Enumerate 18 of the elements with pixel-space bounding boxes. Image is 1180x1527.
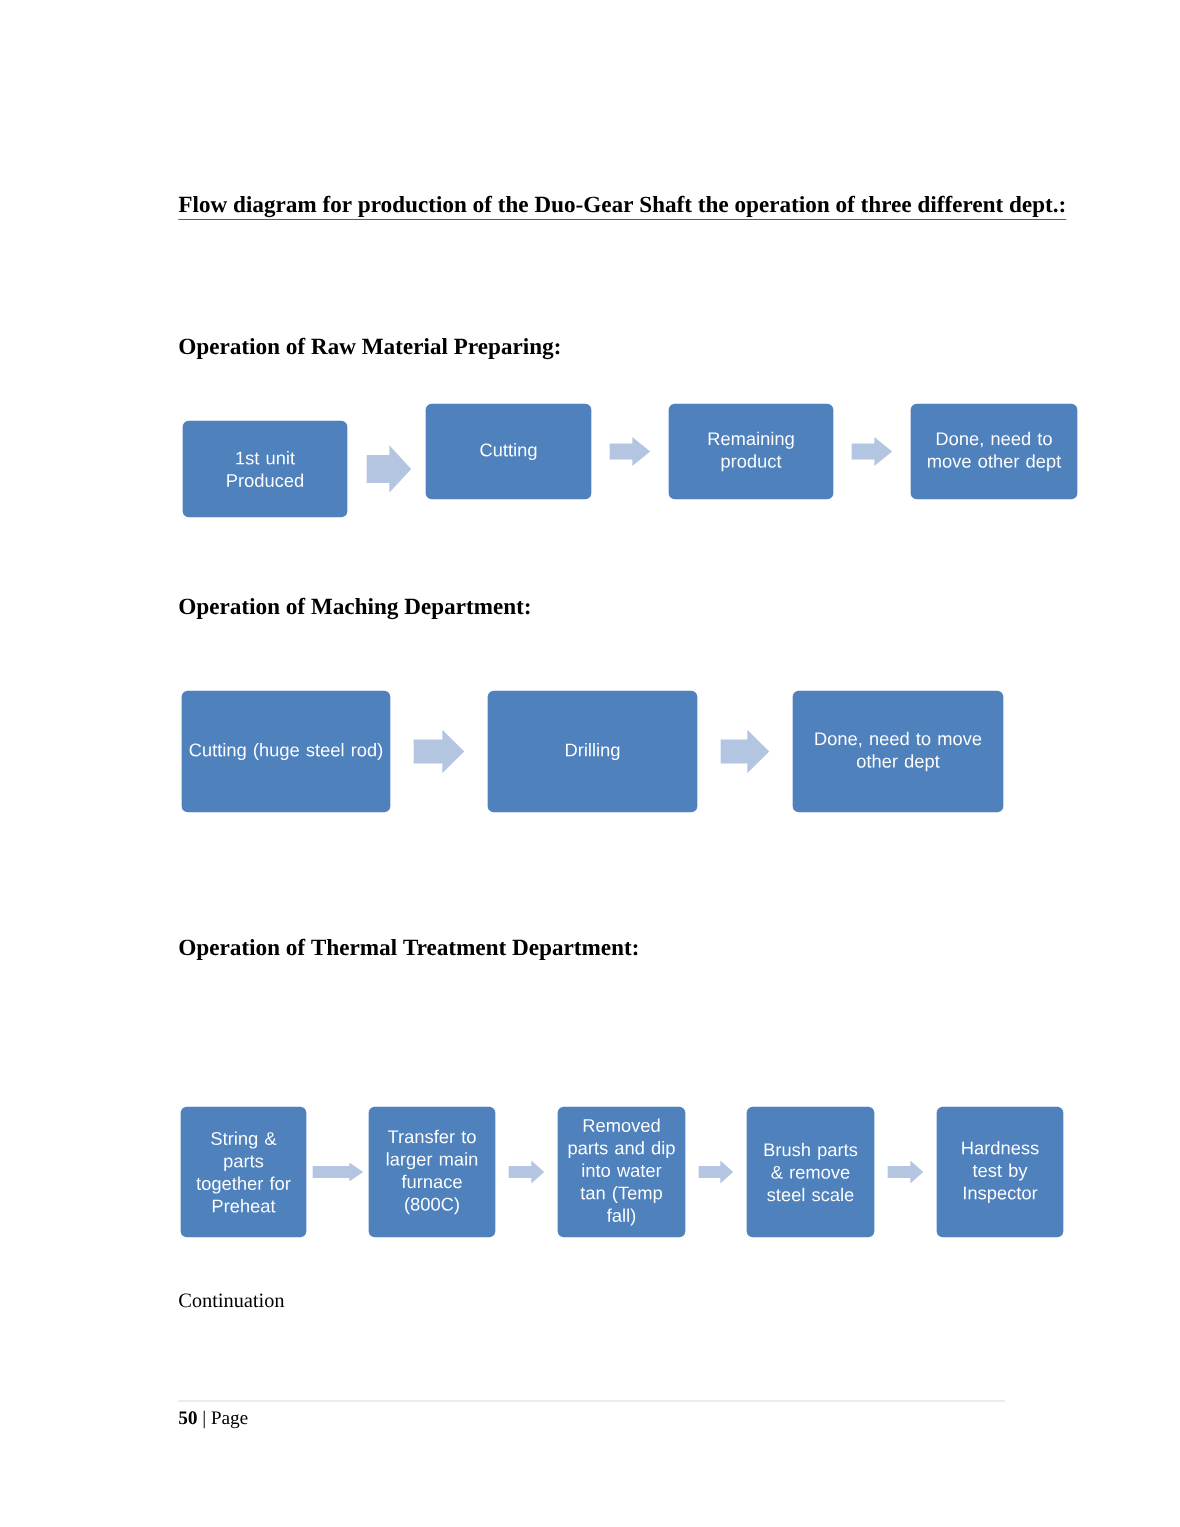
process-box: Removed parts and dip into water tan (Temp fall): [556, 1105, 687, 1239]
process-box: Brush parts & remove steel scale: [745, 1105, 876, 1239]
process-box: Cutting: [424, 402, 593, 501]
section-heading: Operation of Raw Material Preparing:: [179, 337, 560, 360]
process-box: 1st unit Produced: [181, 419, 349, 519]
process-box: Done, need to move other dept: [791, 689, 1005, 814]
process-box: Transfer to larger main furnace (800C): [367, 1105, 497, 1239]
process-box: Drilling: [486, 689, 699, 814]
process-box: Done, need to move other dept: [909, 402, 1079, 501]
page-number: 50 | Page: [179, 1410, 248, 1429]
process-box: Hardness test by Inspector: [935, 1105, 1065, 1239]
process-box: Remaining product: [667, 402, 835, 501]
section-heading: Operation of Thermal Treatment Department:: [179, 938, 638, 960]
note-text: Continuation: [179, 1293, 285, 1308]
title: Flow diagram for production of the Duo-Gear Shaft the operation of three different dept.:: [178, 195, 1067, 220]
process-box: Cutting (huge steel rod): [180, 689, 392, 814]
section-heading: Operation of Maching Department:: [179, 597, 530, 620]
process-box: String & parts together for Preheat: [179, 1105, 308, 1239]
